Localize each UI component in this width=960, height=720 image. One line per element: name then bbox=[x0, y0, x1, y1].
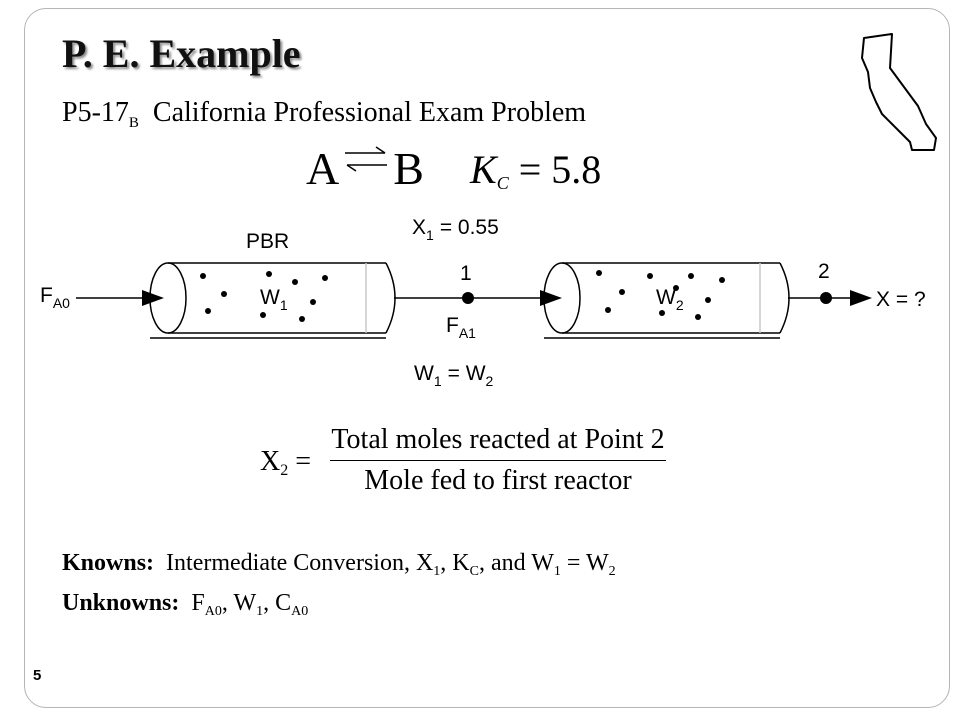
reaction-equation: A B bbox=[306, 140, 424, 195]
product-b: B bbox=[393, 143, 424, 194]
subtitle-rest: California Professional Exam Problem bbox=[152, 97, 587, 128]
equation-equals: = bbox=[295, 446, 312, 477]
knowns-label: Knowns: bbox=[62, 550, 155, 576]
weight-equality: W1= W2 bbox=[414, 362, 494, 389]
kc-expression: KC =5.8 bbox=[470, 146, 601, 194]
point-2-marker bbox=[820, 292, 832, 304]
slide-title: P. E. Example bbox=[62, 31, 301, 76]
reactor-diagram: PBR X1= 0.55 FA0 W1 1 FA1 W2 bbox=[40, 216, 926, 389]
page-number: 5 bbox=[33, 667, 42, 684]
equation-denominator: Mole fed to first reactor bbox=[364, 465, 632, 496]
fraction-bar bbox=[330, 460, 666, 461]
w1-label: W1 bbox=[260, 286, 288, 313]
reactant-a: A bbox=[306, 143, 340, 194]
subtitle-sub: B bbox=[128, 115, 139, 131]
equation-numerator: Total moles reacted at Point 2 bbox=[331, 424, 665, 455]
kc-sub: C bbox=[496, 173, 509, 193]
pbr-label: PBR bbox=[246, 230, 289, 253]
outlet-arrowhead bbox=[850, 290, 872, 306]
kc-value: 5.8 bbox=[551, 147, 602, 192]
inlet-arrowhead bbox=[142, 290, 164, 306]
equation-fraction: Total moles reacted at Point 2 Mole fed … bbox=[330, 424, 666, 497]
point-1-marker bbox=[462, 292, 474, 304]
unknowns-line: Unknowns: FA0, W1, CA0 bbox=[62, 590, 309, 619]
kc-symbol: K bbox=[470, 147, 497, 192]
slide-frame bbox=[24, 8, 950, 708]
equation-lhs: X2 = bbox=[260, 446, 312, 479]
kc-equals: = bbox=[518, 147, 542, 192]
x1-label: X1= 0.55 bbox=[412, 216, 499, 243]
california-map-icon bbox=[861, 33, 937, 151]
fa0-label: FA0 bbox=[40, 284, 70, 311]
reactor-2-inlet-arrowhead bbox=[540, 290, 562, 306]
equilibrium-arrows-icon bbox=[345, 146, 388, 172]
knowns-line: Knowns: Intermediate Conversion, X1, KC,… bbox=[62, 550, 616, 579]
x-unknown-label: X = ? bbox=[876, 288, 926, 311]
subtitle-prefix: P5-17 bbox=[62, 97, 129, 128]
unknowns-label: Unknowns: bbox=[62, 590, 180, 616]
reactor-2 bbox=[543, 262, 790, 339]
reactor-1 bbox=[149, 262, 396, 339]
w2-label: W2 bbox=[656, 286, 684, 313]
point-2-label: 2 bbox=[818, 260, 830, 283]
fa1-label: FA1 bbox=[446, 314, 476, 341]
slide-subtitle: P5-17B California Professional Exam Prob… bbox=[62, 97, 586, 132]
point-1-label: 1 bbox=[460, 262, 472, 285]
